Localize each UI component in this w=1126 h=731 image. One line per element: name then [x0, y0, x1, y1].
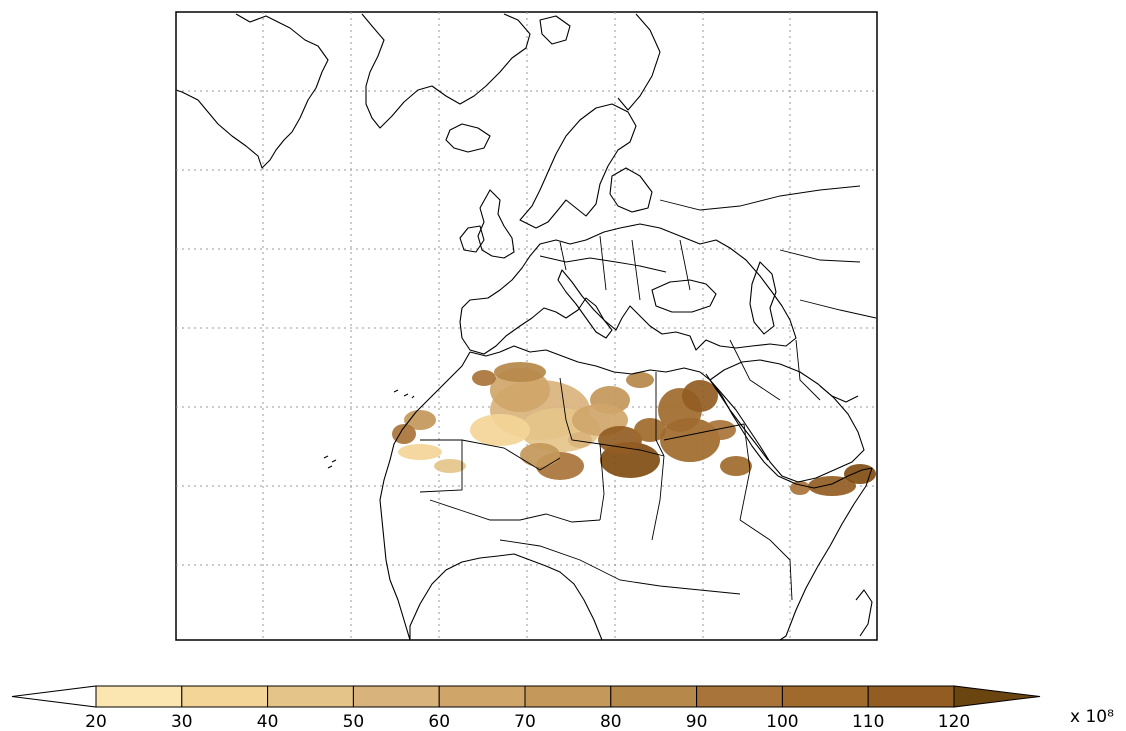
colorbar-segment: [524, 685, 612, 708]
colorbar-tick-label: 90: [686, 712, 708, 731]
colorbar-tick-label: 20: [85, 712, 107, 731]
cape-verde-islands: [323, 455, 337, 469]
colorbar-segment: [267, 685, 354, 708]
dust-shade-region: [398, 444, 442, 460]
finland-coast: [609, 167, 653, 213]
dust-shade-region: [568, 432, 592, 448]
colorbar-segment: [352, 685, 440, 708]
colorbar-segment: [438, 685, 526, 708]
colorbar-segment: [867, 685, 955, 708]
colorbar-tick-label: 30: [171, 712, 193, 731]
iceland-coast: [445, 123, 491, 153]
caspian-coast: [749, 261, 777, 335]
border-west-africa: [429, 499, 601, 523]
colorbar-segment: [696, 685, 783, 708]
border-chad-niger: [599, 443, 605, 521]
dust-shade-region: [808, 476, 856, 496]
graticule: [176, 12, 877, 640]
border-east-africa: [739, 519, 793, 601]
madagascar-coast: [855, 589, 873, 637]
border-europe-2: [559, 235, 691, 301]
dust-shade-region: [634, 418, 666, 442]
colorbar-tick-label: 50: [343, 712, 365, 731]
canary-islands: [393, 389, 415, 399]
italy-coast: [557, 269, 613, 339]
border-russia: [659, 185, 861, 211]
map-panel: [175, 11, 878, 641]
dust-shade-region: [520, 443, 560, 467]
colorbar-tick-label: 120: [938, 712, 970, 731]
greenland-east-coast: [361, 13, 531, 129]
colorbar: 20 30 40 50 60 70 80 90 100 110 120 x 10⁸: [11, 685, 1114, 731]
border-algeria-mali: [461, 439, 561, 471]
arabia-coast: [709, 359, 865, 483]
dust-shade-region: [704, 420, 736, 440]
africa-coast: [379, 345, 873, 640]
colorbar-segment: [610, 685, 698, 708]
black-sea-coast: [651, 279, 717, 313]
country-borders: [419, 185, 877, 601]
colorbar-tick-label: 100: [766, 712, 798, 731]
dust-shade-region: [682, 380, 718, 412]
greenland-coast: [176, 13, 329, 169]
britain-coast: [477, 189, 515, 259]
border-mauritania-mali: [419, 439, 463, 493]
red-sea: [705, 373, 769, 461]
border-algeria-libya: [559, 377, 601, 445]
scandinavia-coast: [519, 103, 637, 229]
colorbar-segment: [95, 685, 183, 708]
colorbar-under-arrow: [11, 685, 97, 708]
colorbar-tick-label: 80: [600, 712, 622, 731]
coastlines: [176, 13, 873, 640]
border-middle-east: [729, 339, 821, 401]
colorbar-tick-label: 60: [428, 712, 450, 731]
dust-shade-region: [404, 410, 436, 430]
svalbard-coast: [539, 15, 571, 45]
dust-shade-region: [392, 424, 416, 444]
dust-shade-region: [598, 426, 642, 454]
border-egypt-sudan: [663, 423, 745, 441]
border-chad-sudan: [651, 455, 665, 541]
border-sudan-ethiopia: [739, 423, 751, 521]
border-central-asia: [779, 249, 877, 319]
dust-shade-region: [790, 481, 810, 495]
dust-shade-region: [434, 459, 466, 473]
dust-shade-region: [844, 464, 876, 484]
colorbar-tick-label: 70: [514, 712, 536, 731]
colorbar-tick-label: 110: [852, 712, 884, 731]
colorbar-tick-label: 40: [257, 712, 279, 731]
dust-shade-region: [720, 456, 752, 476]
colorbar-scale-label: x 10⁸: [1070, 707, 1114, 727]
dust-shade-region: [626, 372, 654, 388]
ireland-coast: [459, 225, 485, 253]
dust-shade-region: [494, 362, 546, 382]
border-central-africa: [499, 539, 741, 595]
border-libya-egypt: [655, 372, 665, 457]
colorbar-segment: [181, 685, 269, 708]
colorbar-over-arrow: [953, 685, 1041, 708]
dust-shade-region: [472, 370, 496, 386]
persian-gulf: [819, 385, 859, 403]
dust-shade-region: [470, 414, 530, 446]
colorbar-segment: [781, 685, 869, 708]
border-libya-chad: [599, 443, 665, 457]
europe-coast: [459, 223, 797, 355]
novaya-zemlya-coast: [617, 13, 661, 111]
